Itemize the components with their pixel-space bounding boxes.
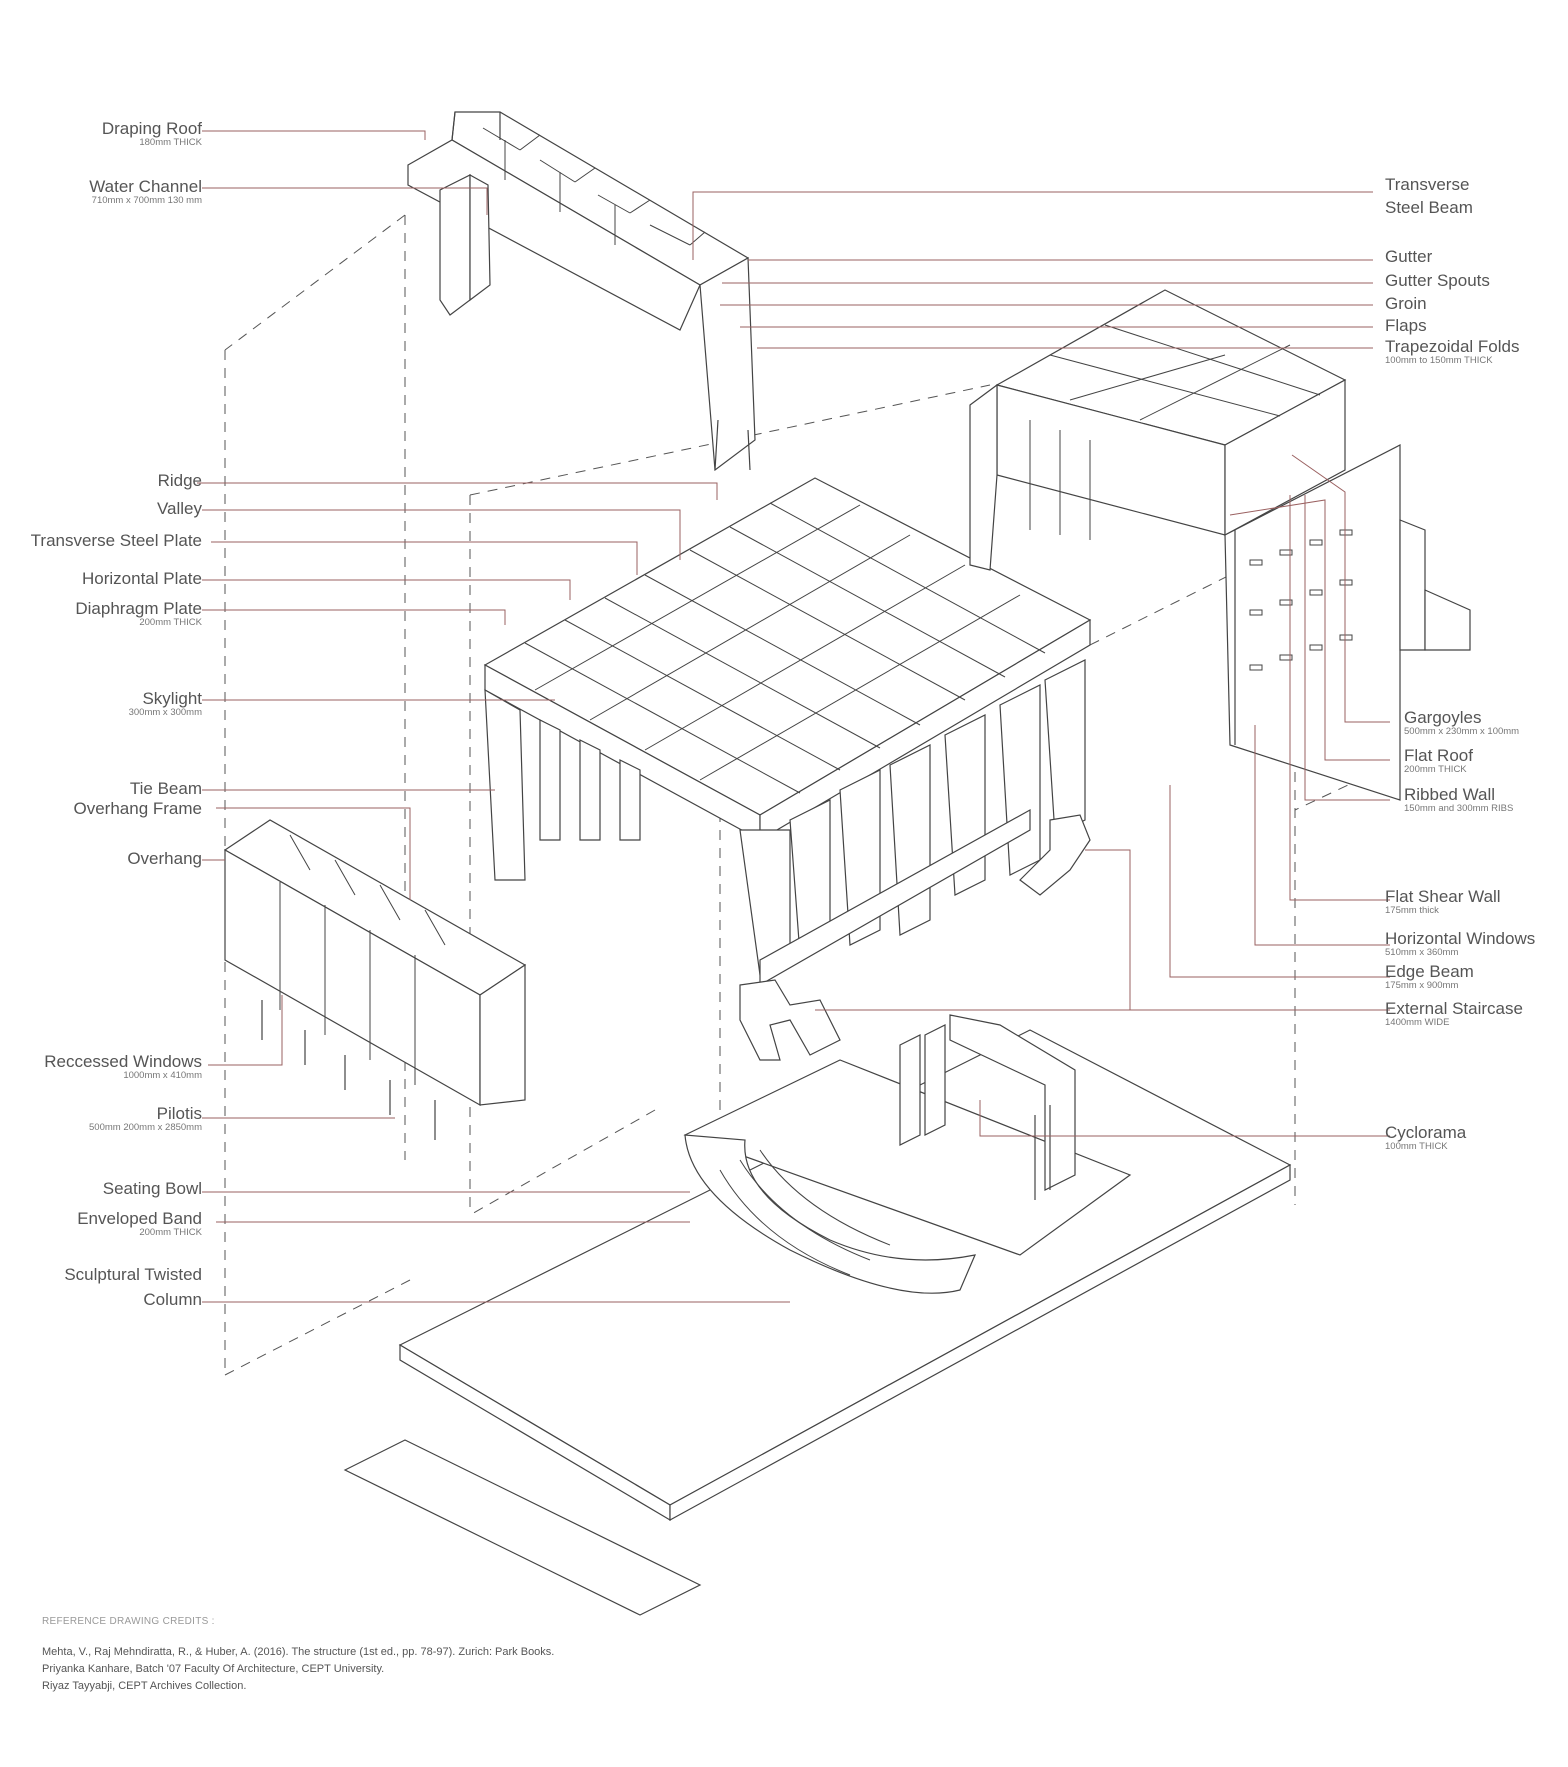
label-ribbed-wall: Ribbed Wall 150mm and 300mm RIBS — [1404, 786, 1513, 814]
label-title: Flaps — [1385, 316, 1427, 335]
label-sub: 200mm THICK — [139, 617, 202, 628]
label-overhang-frame: Overhang Frame — [74, 800, 203, 817]
label-sub: 200mm THICK — [1404, 764, 1467, 775]
label-sub: 1000mm x 410mm — [123, 1070, 202, 1081]
credit-line: Mehta, V., Raj Mehndiratta, R., & Huber,… — [42, 1646, 555, 1658]
label-title: Horizontal Plate — [81, 569, 202, 588]
base-platform — [343, 1014, 1292, 1616]
label-sub: 180mm THICK — [139, 137, 202, 148]
label-sub: 175mm x 900mm — [1385, 980, 1459, 991]
external-staircases — [739, 814, 1091, 1061]
label-gutter-spouts: Gutter Spouts — [1385, 272, 1490, 289]
label-external-staircase: External Staircase 1400mm WIDE — [1385, 1000, 1523, 1028]
label-sub: 510mm x 360mm — [1385, 947, 1459, 958]
label-title: Tie Beam — [129, 779, 202, 798]
label-tie-beam: Tie Beam — [130, 780, 202, 797]
label-title: Trapezoidal Folds — [1385, 337, 1520, 356]
label-title: Transverse Steel Plate — [30, 531, 202, 550]
label-draping-roof: Draping Roof 180mm THICK — [102, 120, 202, 148]
label-sub: 200mm THICK — [139, 1227, 202, 1238]
label-title-line2: Steel Beam — [1385, 198, 1473, 217]
label-enveloped-band: Enveloped Band 200mm THICK — [77, 1210, 202, 1238]
label-title: Pilotis — [156, 1104, 202, 1123]
label-pilotis: Pilotis 500mm 200mm x 2850mm — [89, 1105, 202, 1133]
label-horizontal-plate: Horizontal Plate — [82, 570, 202, 587]
label-reccessed-windows: Reccessed Windows 1000mm x 410mm — [44, 1053, 202, 1081]
label-trapezoidal-folds: Trapezoidal Folds 100mm to 150mm THICK — [1385, 338, 1520, 366]
label-title: Horizontal Windows — [1385, 929, 1536, 948]
label-sculptural-twisted-column: Sculptural Twisted Column — [64, 1266, 202, 1308]
label-sub: 100mm THICK — [1385, 1141, 1448, 1152]
label-title: Gutter — [1385, 247, 1433, 266]
label-sub: 500mm x 230mm x 100mm — [1404, 726, 1520, 737]
label-title: Cyclorama — [1385, 1123, 1467, 1142]
label-sub: 300mm x 300mm — [128, 707, 202, 718]
label-title: Gargoyles — [1404, 708, 1482, 727]
label-title: Diaphragm Plate — [75, 599, 202, 618]
label-seating-bowl: Seating Bowl — [103, 1180, 202, 1197]
label-title: Overhang Frame — [73, 799, 203, 818]
label-title: Flat Roof — [1404, 746, 1473, 765]
auditorium-block — [969, 289, 1471, 801]
credits-heading: REFERENCE DRAWING CREDITS : — [42, 1616, 215, 1627]
label-sub: 175mm thick — [1385, 905, 1439, 916]
label-title: Transverse — [1385, 175, 1470, 194]
label-title: Edge Beam — [1385, 962, 1474, 981]
label-title: Seating Bowl — [102, 1179, 202, 1198]
credit-line: Priyanka Kanhare, Batch '07 Faculty Of A… — [42, 1663, 385, 1675]
label-valley: Valley — [157, 500, 202, 517]
label-title: Ribbed Wall — [1404, 785, 1496, 804]
label-title: Groin — [1385, 294, 1427, 313]
label-sub: 100mm to 150mm THICK — [1385, 355, 1493, 366]
label-gargoyles: Gargoyles 500mm x 230mm x 100mm — [1404, 709, 1519, 737]
label-diaphragm-plate: Diaphragm Plate 200mm THICK — [75, 600, 202, 628]
label-sub: 1400mm WIDE — [1385, 1017, 1450, 1028]
label-flat-roof: Flat Roof 200mm THICK — [1404, 747, 1473, 775]
overhang-assembly — [223, 819, 527, 1140]
label-edge-beam: Edge Beam 175mm x 900mm — [1385, 963, 1474, 991]
label-title: Draping Roof — [101, 119, 202, 138]
label-sub: 500mm 200mm x 2850mm — [89, 1122, 202, 1133]
label-title: Ridge — [157, 471, 202, 490]
label-title: Skylight — [142, 689, 202, 708]
label-title: Reccessed Windows — [44, 1052, 202, 1071]
credit-line: Riyaz Tayyabji, CEPT Archives Collection… — [42, 1680, 247, 1692]
label-gutter: Gutter — [1385, 248, 1432, 265]
label-skylight: Skylight 300mm x 300mm — [129, 690, 202, 718]
label-title: Gutter Spouts — [1385, 271, 1490, 290]
reference-credits: REFERENCE DRAWING CREDITS : Mehta, V., R… — [42, 1613, 554, 1695]
label-title: Enveloped Band — [77, 1209, 202, 1228]
label-sub: 710mm x 700mm 130 mm — [91, 195, 202, 206]
label-horizontal-windows: Horizontal Windows 510mm x 360mm — [1385, 930, 1535, 958]
label-flat-shear-wall: Flat Shear Wall 175mm thick — [1385, 888, 1501, 916]
label-flaps: Flaps — [1385, 317, 1427, 334]
label-title: Flat Shear Wall — [1385, 887, 1501, 906]
label-ridge: Ridge — [158, 472, 202, 489]
label-title-line2: Column — [143, 1290, 202, 1309]
label-overhang: Overhang — [127, 850, 202, 867]
label-title: External Staircase — [1385, 999, 1523, 1018]
label-transverse-steel-beam: Transverse Steel Beam — [1385, 176, 1473, 216]
label-water-channel: Water Channel 710mm x 700mm 130 mm — [89, 178, 202, 206]
leader-lines — [197, 130, 1390, 1303]
label-title: Sculptural Twisted — [64, 1265, 202, 1284]
label-groin: Groin — [1385, 295, 1427, 312]
label-cyclorama: Cyclorama 100mm THICK — [1385, 1124, 1466, 1152]
label-title: Water Channel — [89, 177, 202, 196]
folded-roof-block — [483, 477, 1092, 987]
label-sub: 150mm and 300mm RIBS — [1404, 803, 1514, 814]
draping-roof-assembly — [407, 111, 756, 472]
label-title: Overhang — [127, 849, 202, 868]
label-transverse-steel-plate: Transverse Steel Plate — [31, 532, 202, 549]
label-title: Valley — [156, 499, 202, 518]
